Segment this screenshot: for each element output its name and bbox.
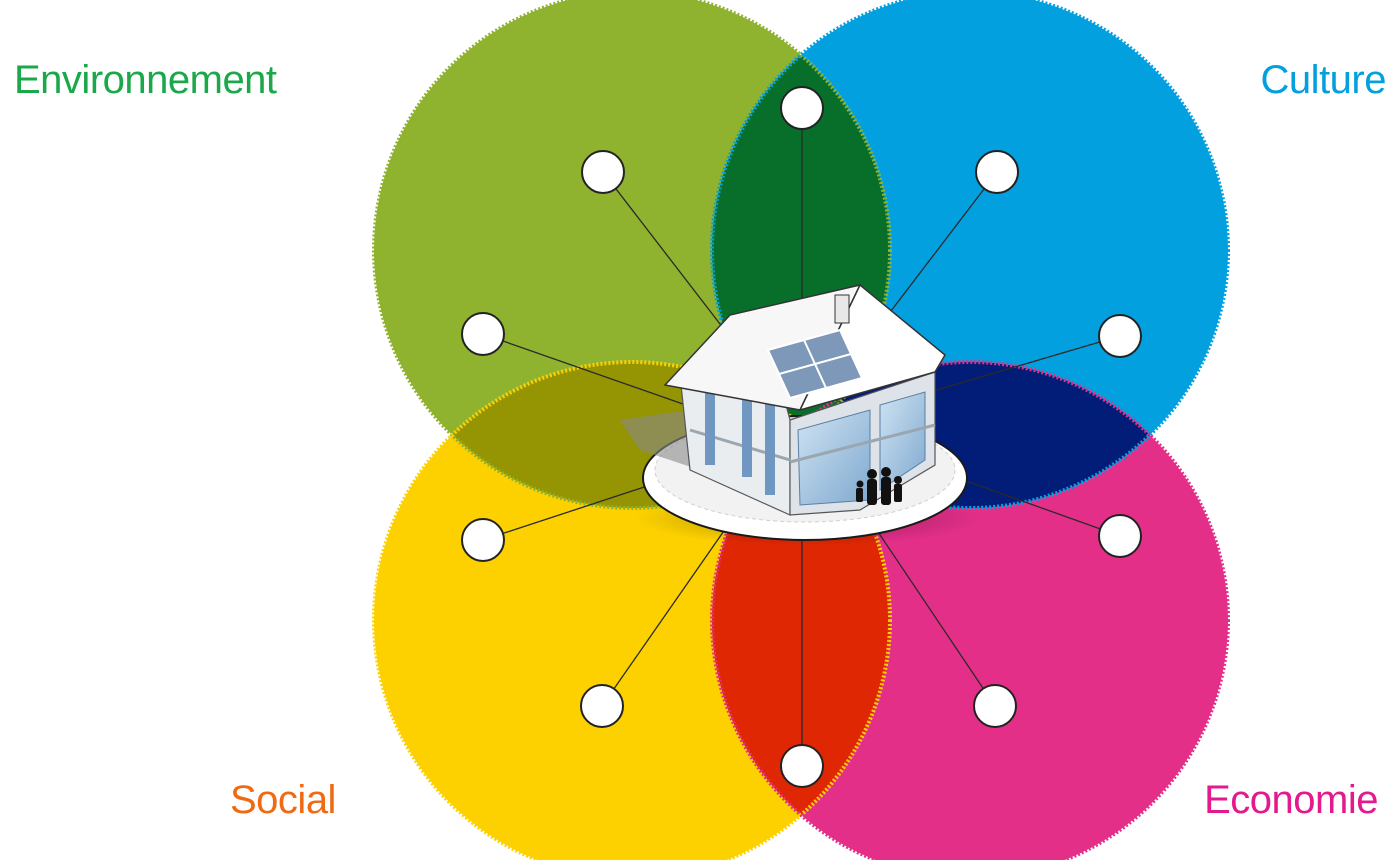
culture-label: Culture bbox=[1260, 58, 1387, 102]
empty-circle-node bbox=[461, 518, 505, 562]
empty-circle-node bbox=[1098, 514, 1142, 558]
empty-circle-node bbox=[580, 684, 624, 728]
economy-label: Economie bbox=[1204, 778, 1378, 822]
empty-circle-node bbox=[581, 150, 625, 194]
empty-circle-node bbox=[780, 744, 824, 788]
environment-label: Environnement bbox=[14, 58, 277, 102]
house-with-family-icon bbox=[620, 283, 985, 546]
social-label: Social bbox=[230, 778, 336, 822]
empty-circle-node bbox=[461, 312, 505, 356]
empty-circle-node bbox=[1098, 314, 1142, 358]
empty-circle-node bbox=[975, 150, 1019, 194]
empty-circle-node bbox=[780, 86, 824, 130]
empty-circle-node bbox=[973, 684, 1017, 728]
